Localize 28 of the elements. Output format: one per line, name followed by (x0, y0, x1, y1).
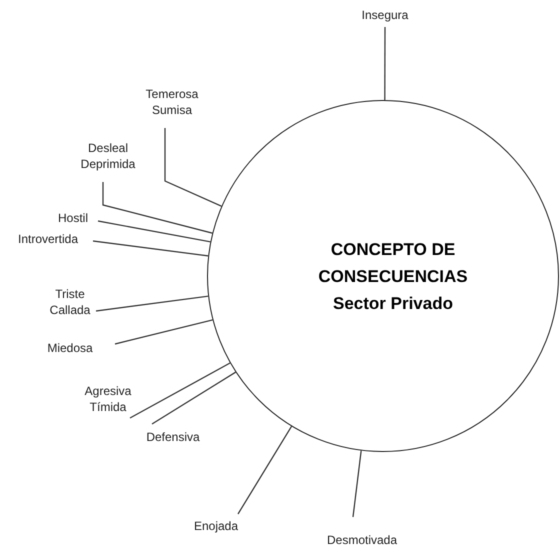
label-text: Insegura (362, 7, 408, 23)
label-text: Hostil (58, 210, 88, 226)
leader-line (96, 296, 208, 312)
leader-line (164, 128, 222, 207)
label-text: Callada (50, 302, 90, 318)
leader-line (130, 362, 230, 419)
leader-line (352, 450, 362, 518)
leader-line (384, 27, 386, 100)
label-text: Desleal (88, 140, 128, 156)
circle-text: CONCEPTO DE CONSECUENCIAS (317, 238, 469, 288)
label-text: Desmotivada (326, 532, 398, 548)
label-text: Tímida (90, 399, 126, 415)
circle-text: Sector Privado (332, 292, 454, 314)
label-text: Introvertida (18, 231, 78, 247)
label-text: Triste (55, 286, 85, 302)
label-text: Temerosa (146, 86, 198, 102)
leader-line (114, 319, 213, 345)
leader-line (237, 426, 292, 514)
leader-line (92, 240, 208, 256)
leader-line (98, 220, 210, 242)
label-text: Enojada (194, 518, 238, 534)
label-text: Sumisa (152, 102, 192, 118)
label-text: Deprimida (80, 156, 136, 172)
label-text: Agresiva (84, 383, 132, 399)
label-text: Defensiva (146, 429, 200, 445)
leader-line (152, 372, 236, 424)
leader-line (102, 182, 212, 234)
label-text: Miedosa (47, 340, 93, 356)
